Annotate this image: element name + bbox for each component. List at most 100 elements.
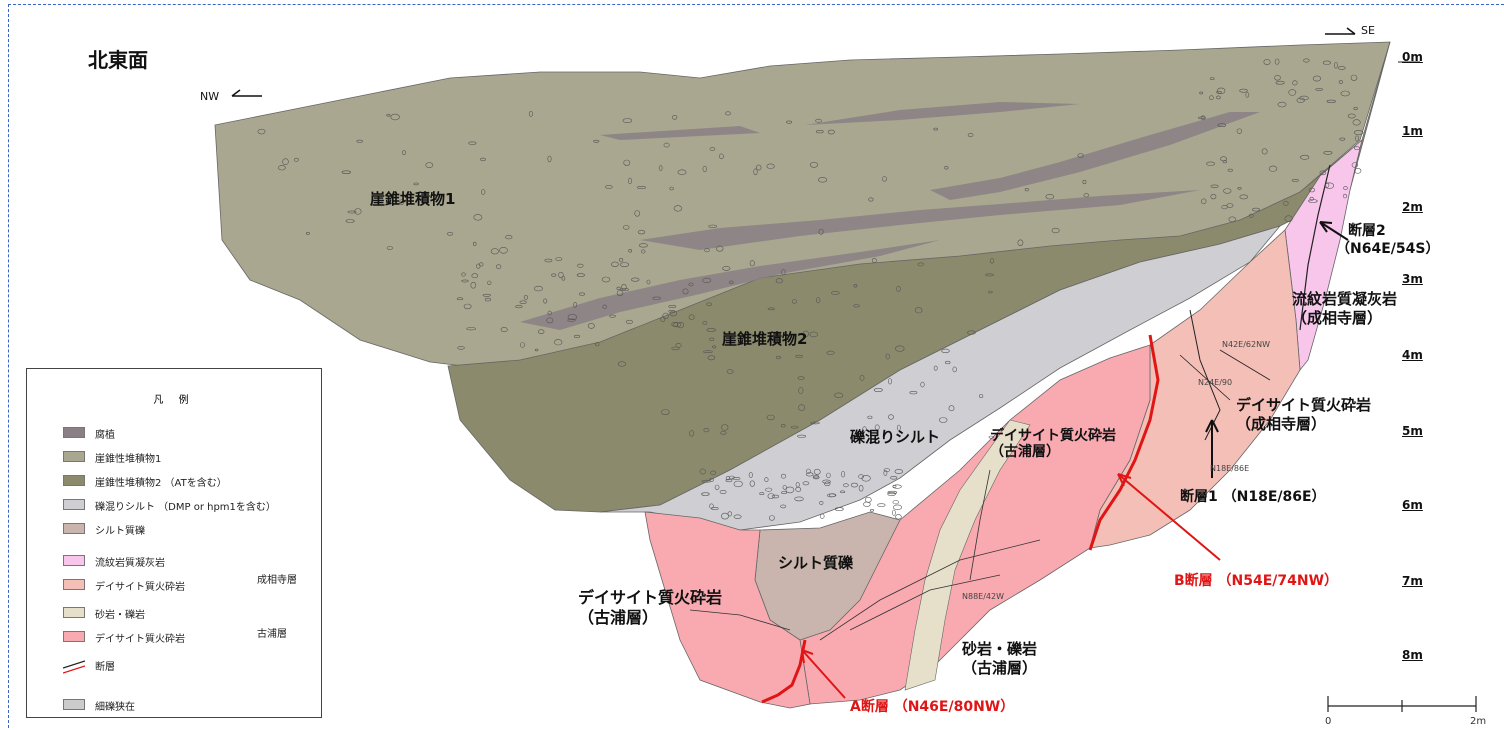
legend-title: 凡 例 bbox=[153, 395, 195, 406]
pebble bbox=[519, 342, 525, 348]
pebble bbox=[646, 279, 651, 285]
pebble bbox=[775, 278, 783, 284]
pebble bbox=[988, 290, 993, 294]
pebble bbox=[1237, 187, 1242, 190]
pebble bbox=[544, 258, 553, 263]
fault-line bbox=[819, 539, 1041, 641]
pebble bbox=[810, 421, 820, 425]
pebble bbox=[715, 245, 724, 252]
pebble bbox=[534, 348, 539, 352]
pebble bbox=[677, 169, 687, 175]
pebble bbox=[818, 177, 828, 183]
pebble bbox=[1236, 128, 1243, 134]
legend-group-joso: 成相寺層 bbox=[257, 575, 297, 586]
pebble bbox=[766, 163, 775, 169]
pebble bbox=[1226, 203, 1234, 208]
depth-8m: 8m bbox=[1402, 648, 1423, 662]
pebble bbox=[988, 435, 994, 439]
pebble bbox=[1299, 95, 1309, 101]
pebble bbox=[853, 284, 858, 288]
fault-a-label: A断層 （N46E/80NW） bbox=[850, 699, 1015, 715]
pebble bbox=[909, 391, 918, 395]
pebble bbox=[780, 491, 787, 494]
pebble bbox=[1024, 188, 1029, 192]
pebble bbox=[1291, 178, 1299, 182]
pebble bbox=[622, 225, 630, 230]
pebble bbox=[537, 329, 545, 335]
pebble bbox=[719, 153, 724, 160]
pebble bbox=[1216, 87, 1226, 95]
depth-2m: 2m bbox=[1402, 200, 1423, 214]
pebble bbox=[709, 147, 716, 151]
scale-bar bbox=[1327, 696, 1477, 712]
talus-2-label: 崖錐堆積物2 bbox=[722, 330, 808, 348]
pebble bbox=[701, 492, 710, 496]
dacite-furuura-upper-formation: （古浦層） bbox=[990, 444, 1060, 460]
pebble bbox=[733, 480, 743, 488]
humus-band bbox=[640, 190, 1200, 250]
pebble bbox=[812, 475, 820, 480]
pebble bbox=[413, 182, 419, 186]
pebble bbox=[791, 299, 797, 304]
pebble bbox=[967, 132, 974, 138]
pebble bbox=[1325, 182, 1330, 188]
pebble bbox=[790, 425, 799, 429]
legend-item-label: デイサイト質火砕岩 bbox=[95, 634, 185, 645]
legend-item-label: 砂岩・礫岩 bbox=[95, 610, 145, 621]
pebble bbox=[551, 273, 557, 277]
pebble bbox=[944, 166, 949, 170]
pebble bbox=[877, 503, 886, 507]
fault-line bbox=[1299, 164, 1331, 331]
pebble bbox=[813, 468, 821, 475]
pebble bbox=[729, 475, 735, 480]
legend-swatch bbox=[63, 555, 85, 566]
pebble bbox=[622, 118, 633, 123]
pebble bbox=[457, 345, 465, 350]
pebble bbox=[573, 301, 578, 308]
pebble bbox=[547, 310, 552, 316]
pebble bbox=[867, 415, 873, 419]
panel-frame bbox=[8, 4, 1504, 728]
pebble bbox=[500, 327, 508, 333]
pebble bbox=[785, 486, 795, 494]
pebble bbox=[471, 273, 479, 279]
pebble bbox=[834, 507, 844, 511]
pebble bbox=[765, 487, 773, 492]
pebble bbox=[669, 186, 674, 191]
pebble bbox=[523, 295, 529, 300]
pebble bbox=[797, 376, 805, 380]
sandstone-label: 砂岩・礫岩 （古浦層） bbox=[962, 640, 1037, 678]
pebble bbox=[672, 115, 678, 120]
pebble bbox=[703, 428, 710, 433]
pebble bbox=[839, 490, 846, 494]
pebble bbox=[1338, 80, 1343, 84]
pebble bbox=[850, 482, 859, 488]
pebble bbox=[771, 494, 780, 499]
pebble bbox=[1045, 194, 1055, 200]
pebble bbox=[473, 214, 483, 221]
pebble bbox=[1319, 170, 1327, 176]
sandstone-area bbox=[904, 419, 1031, 691]
pebble bbox=[587, 323, 595, 329]
pebble bbox=[702, 277, 712, 284]
fault-line bbox=[1219, 349, 1271, 381]
pebble bbox=[720, 431, 727, 435]
pebble bbox=[673, 205, 683, 212]
pebble bbox=[786, 120, 793, 124]
legend-item-label: 流紋岩質凝灰岩 bbox=[95, 558, 165, 569]
pebble bbox=[1227, 168, 1233, 172]
dacite-furuura-left-label: デイサイト質火砕岩 （古浦層） bbox=[578, 588, 722, 628]
pebble bbox=[722, 266, 731, 271]
pebble bbox=[576, 273, 586, 277]
pebble bbox=[554, 339, 563, 346]
pebble bbox=[826, 472, 831, 479]
pebble bbox=[1252, 207, 1261, 212]
legend-group-furuura: 古浦層 bbox=[257, 629, 287, 640]
pebble bbox=[1077, 153, 1084, 158]
pebble bbox=[1199, 91, 1204, 95]
pebble bbox=[819, 500, 824, 505]
fault2-name: 断層2 bbox=[1348, 223, 1386, 239]
se-arrow-icon bbox=[1325, 27, 1356, 35]
pebble bbox=[863, 501, 871, 507]
